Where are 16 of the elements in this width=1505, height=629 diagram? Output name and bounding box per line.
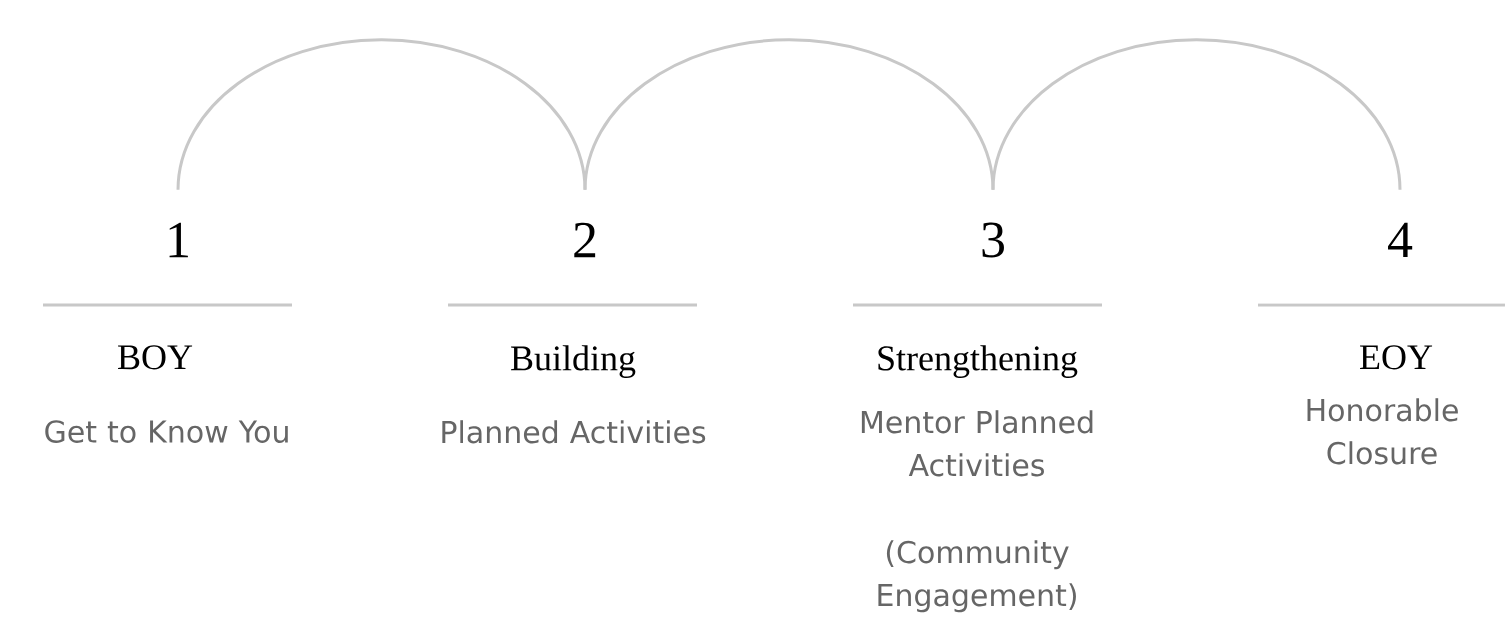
arc-connector	[176, 38, 587, 190]
step-description: (Community Engagement)	[878, 540, 1076, 613]
step-number: 4	[1388, 222, 1413, 258]
step-number: 2	[574, 222, 596, 258]
step-title: Strengthening	[878, 345, 1078, 378]
step-title: BOY	[118, 345, 193, 370]
step-title: EOY	[1360, 345, 1433, 370]
step-description: Mentor Planned Activities	[861, 410, 1093, 477]
step-number: 3	[982, 222, 1004, 258]
step-number: 1	[169, 222, 188, 258]
step-description: Honorable Closure	[1307, 398, 1458, 465]
step-title: Building	[511, 345, 636, 378]
arc-connector	[583, 38, 995, 190]
arc-connector	[991, 38, 1402, 190]
step-description: Planned Activities	[442, 420, 706, 444]
step-description: Get to Know You	[45, 420, 288, 443]
